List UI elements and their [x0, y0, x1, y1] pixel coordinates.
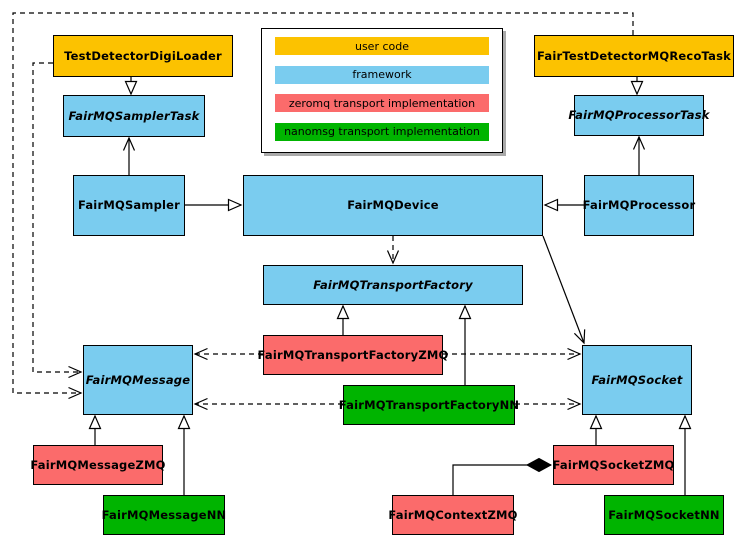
node-fairmq-message: FairMQMessage — [83, 345, 193, 415]
node-fairmq-socket: FairMQSocket — [582, 345, 692, 415]
legend-item-user_code: user code — [275, 37, 489, 55]
edge-digiloader-uses-message — [32, 62, 83, 379]
edge-socketzmq-owns-contextzmq — [452, 465, 551, 495]
node-fairmq-socket-zmq: FairMQSocketZMQ — [553, 445, 674, 485]
node-fairmq-transport-factory: FairMQTransportFactory — [263, 265, 523, 305]
node-fairmq-device: FairMQDevice — [243, 175, 543, 236]
legend-item-zeromq: zeromq transport implementation — [275, 94, 489, 113]
node-fairmq-context-zmq: FairMQContextZMQ — [388, 495, 517, 535]
edge-device-uses-socket — [542, 235, 586, 345]
node-fairmq-socket-nn: FairMQSocketNN — [604, 495, 724, 535]
node-fair-test-detector-mqrecotask: FairTestDetectorMQRecoTask — [534, 35, 734, 77]
node-fairmq-sampler: FairMQSampler — [73, 175, 185, 236]
node-test-detector-digi-loader: TestDetectorDigiLoader — [53, 35, 233, 77]
node-fairmq-message-zmq: FairMQMessageZMQ — [30, 445, 165, 485]
node-fairmq-transport-factory-zmq: FairMQTransportFactoryZMQ — [258, 335, 448, 375]
node-fairmq-message-nn: FairMQMessageNN — [102, 495, 226, 535]
node-fairmq-transport-factory-nn: FairMQTransportFactoryNN — [339, 385, 519, 425]
legend: user code framework zeromq transport imple… — [261, 28, 503, 153]
legend-item-nanomsg: nanomsg transport implementation — [275, 122, 489, 141]
edge-recotask-uses-message — [12, 12, 634, 400]
node-fairmq-processor-task: FairMQProcessorTask — [568, 95, 709, 136]
node-fairmq-processor: FairMQProcessor — [583, 175, 695, 236]
legend-item-framework: framework — [275, 65, 489, 84]
node-fairmq-sampler-task: FairMQSamplerTask — [63, 95, 205, 137]
